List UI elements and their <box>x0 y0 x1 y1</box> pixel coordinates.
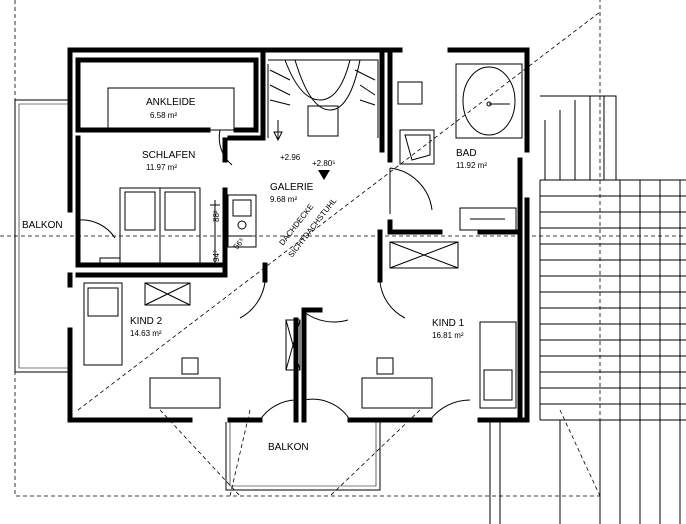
room-kind2-area: 14.63 m² <box>130 329 162 338</box>
interior-details <box>77 59 523 421</box>
balcony-south-label: BALKON <box>268 442 309 453</box>
dimension-b: 94⁷ <box>212 250 221 262</box>
room-ankleide-name: ANKLEIDE <box>146 97 196 108</box>
balcony-south <box>225 422 381 491</box>
level-a: +2.96 <box>280 153 301 162</box>
outer-walls <box>67 47 530 423</box>
interior-walls <box>75 47 523 423</box>
room-kind1-name: KIND 1 <box>432 318 465 329</box>
room-schlafen-name: SCHLAFEN <box>142 150 195 161</box>
room-schlafen-area: 11.97 m² <box>146 163 177 172</box>
room-bad-name: BAD <box>456 148 477 159</box>
level-b: +2.80⁵ <box>312 159 336 168</box>
exterior-stairs <box>489 95 686 524</box>
room-bad-area: 11.92 m² <box>456 161 487 170</box>
balcony-west <box>14 99 70 373</box>
room-kind2-name: KIND 2 <box>130 316 163 327</box>
balcony-west-label: BALKON <box>22 220 63 231</box>
room-ankleide-area: 6.58 m² <box>150 111 177 120</box>
room-galerie-name: GALERIE <box>270 182 314 193</box>
room-kind1-area: 16.81 m² <box>432 331 464 340</box>
room-galerie-area: 9.68 m² <box>270 195 297 204</box>
dimension-c: 56⁵ <box>232 236 247 251</box>
dimension-a: 88² <box>212 210 221 222</box>
